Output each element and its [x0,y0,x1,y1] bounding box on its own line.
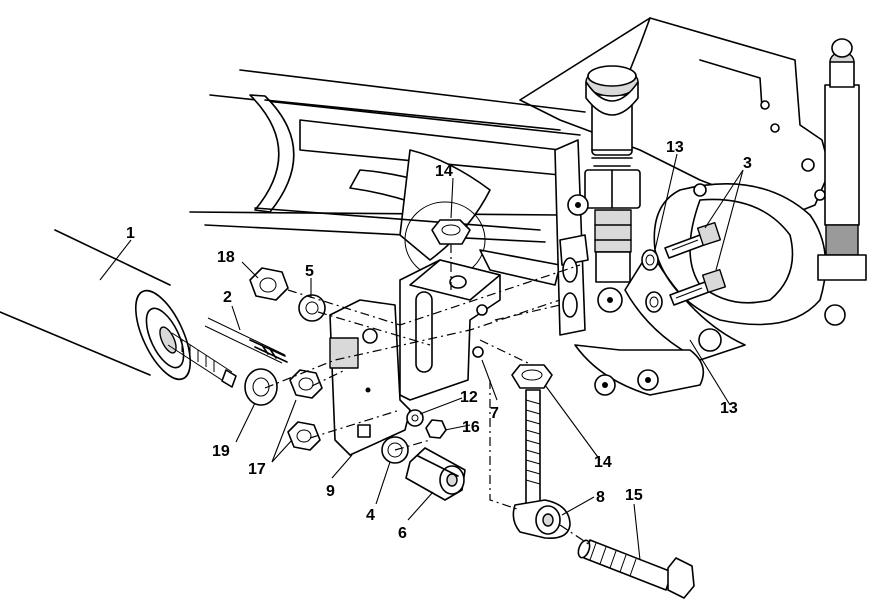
callout-4: 4 [366,507,375,524]
callout-5: 5 [305,263,314,280]
callouts: 1 2 3 4 5 6 7 8 9 12 13 13 14 14 15 16 1… [126,139,752,542]
callout-14-lower: 14 [594,454,612,471]
part-16-nut [425,419,447,439]
part-6-coupling-nut [405,447,466,501]
callout-13-lower: 13 [720,400,738,417]
callout-2: 2 [223,289,232,306]
callout-12: 12 [460,389,478,406]
callout-3: 3 [743,155,752,172]
callout-9: 9 [326,483,335,500]
part-3-bolts [664,221,727,306]
callout-13-upper: 13 [666,139,684,156]
part-2-pin [204,317,288,364]
callout-15: 15 [625,487,643,504]
part-18-nut [249,267,289,301]
part-8-eyebolt [512,389,571,540]
callout-14-upper: 14 [435,163,453,180]
adjuster-knob-assembly [584,65,641,283]
part-14-nut-upper [431,219,471,245]
callout-19: 19 [212,443,230,460]
part-5-washer [298,294,326,322]
part-19-washer [244,368,278,406]
part-17-nuts [287,369,323,451]
part-15-bolt [577,539,695,599]
assembly-centerlines [264,244,591,546]
callout-1: 1 [126,225,135,242]
part-12-washer [406,409,424,427]
part-1-roller [0,229,237,388]
callout-17: 17 [248,461,266,478]
part-7-bracket [399,259,501,401]
callout-18: 18 [217,249,235,266]
part-13-washers [597,249,663,313]
callout-7: 7 [490,405,499,422]
vertical-rod [817,38,867,326]
callout-16: 16 [462,419,480,436]
callout-8: 8 [596,489,605,506]
callout-6: 6 [398,525,407,542]
part-9-plate [329,299,411,456]
cutting-reel [189,69,586,286]
side-bracket [554,139,589,336]
leader-lines [99,153,744,561]
part-14-nut-lower [511,364,553,389]
